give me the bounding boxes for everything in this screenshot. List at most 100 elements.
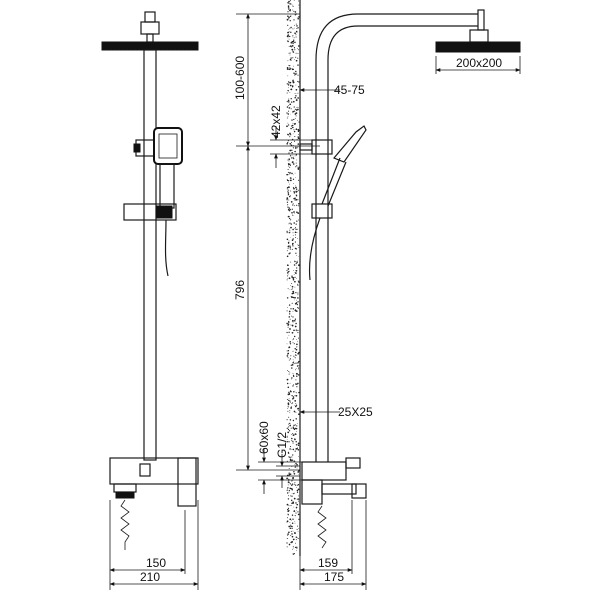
wall-speckle [288,105,290,107]
wall-speckle [286,201,289,203]
wall-speckle [293,197,295,200]
wall-speckle [296,188,298,190]
wall-speckle [291,124,294,127]
wall-speckle [293,460,296,462]
wall-speckle [295,128,298,131]
wall-speckle [291,495,293,497]
wall-speckle [292,501,295,504]
wall-speckle [287,323,290,326]
wall-speckle [289,382,291,384]
wall-speckle [287,215,290,218]
wall-speckle [293,264,296,266]
wall-speckle [296,32,298,33]
wall-speckle [294,335,296,338]
wall-speckle [289,172,291,174]
wall-speckle [291,483,294,485]
wall-speckle [292,546,294,548]
wall-speckle [296,489,299,492]
wall-speckle [295,362,297,364]
wall-speckle [289,10,291,12]
wall-speckle [289,358,292,360]
wall-speckle [293,190,295,193]
wall-speckle [288,310,291,313]
wall-speckle [286,68,289,70]
wall-speckle [292,214,293,215]
wall-speckle [288,223,290,225]
dim-label-depth-overall: 175 [324,570,344,584]
top-fitting [140,21,160,35]
wall-speckle [288,181,289,183]
wall-speckle [293,472,296,475]
wall-speckle [287,451,290,454]
wall-speckle [297,53,299,55]
wall-speckle [292,419,295,422]
wall-speckle [286,83,288,85]
wall-speckle [295,70,297,73]
wall-speckle [292,359,294,361]
wall-speckle [290,525,293,528]
wall-speckle [287,274,289,275]
wall-speckle [289,0,291,1]
wall-speckle [298,360,300,363]
wall-speckle [291,157,293,159]
wall-speckle [292,162,294,164]
wall-speckle [293,274,295,275]
dim-label-head-offset: 100-600 [233,56,247,100]
wall-speckle [294,41,296,43]
wall-speckle [288,217,291,220]
wall-speckle [295,194,297,196]
wall-speckle [295,166,297,168]
wall-speckle [288,16,290,19]
wall-speckle [297,306,299,309]
wall-speckle [294,110,296,112]
side-slider [311,203,333,219]
wall-speckle [287,402,290,405]
wall-speckle [287,113,290,115]
wall-speckle [291,484,293,487]
wall-speckle [292,321,294,323]
wall-speckle [289,392,290,394]
wall-speckle [290,31,292,34]
wall-speckle [292,28,294,30]
wall-speckle [296,16,298,18]
wall-speckle [296,383,298,385]
wall-speckle [289,313,291,315]
wall-speckle [292,342,294,344]
wall-speckle [297,297,299,299]
wall-speckle [292,187,295,189]
wall-speckle [287,370,289,372]
wall-speckle [294,320,296,322]
wall-speckle [287,208,290,211]
wall-speckle [287,514,289,516]
wall-speckle [297,17,300,20]
wall-speckle [297,283,299,285]
wall-speckle [291,433,293,435]
wall-speckle [292,133,294,135]
wall-speckle [298,330,299,331]
wall-speckle [293,192,296,194]
wall-speckle [292,538,295,541]
side-bath-hose [317,505,327,549]
wall-speckle [287,168,289,170]
wall-speckle [291,437,293,440]
wall-speckle [294,32,296,35]
wall-speckle [289,27,291,29]
wall-speckle [289,318,291,320]
wall-speckle [286,435,288,437]
wall-speckle [297,64,299,66]
wall-speckle [294,14,296,16]
wall-speckle [286,197,289,200]
wall-speckle [292,49,293,50]
wall-speckle [294,427,297,430]
wall-speckle [288,335,290,336]
wall-speckle [294,522,296,524]
wall-speckle [297,332,299,334]
wall-speckle [289,65,291,67]
wall-speckle [288,240,290,242]
wall-speckle [287,87,289,89]
wall-speckle [288,210,291,212]
wall-speckle [291,283,292,285]
wall-speckle [295,354,297,356]
wall-speckle [297,513,300,516]
wall-speckle [288,152,290,154]
